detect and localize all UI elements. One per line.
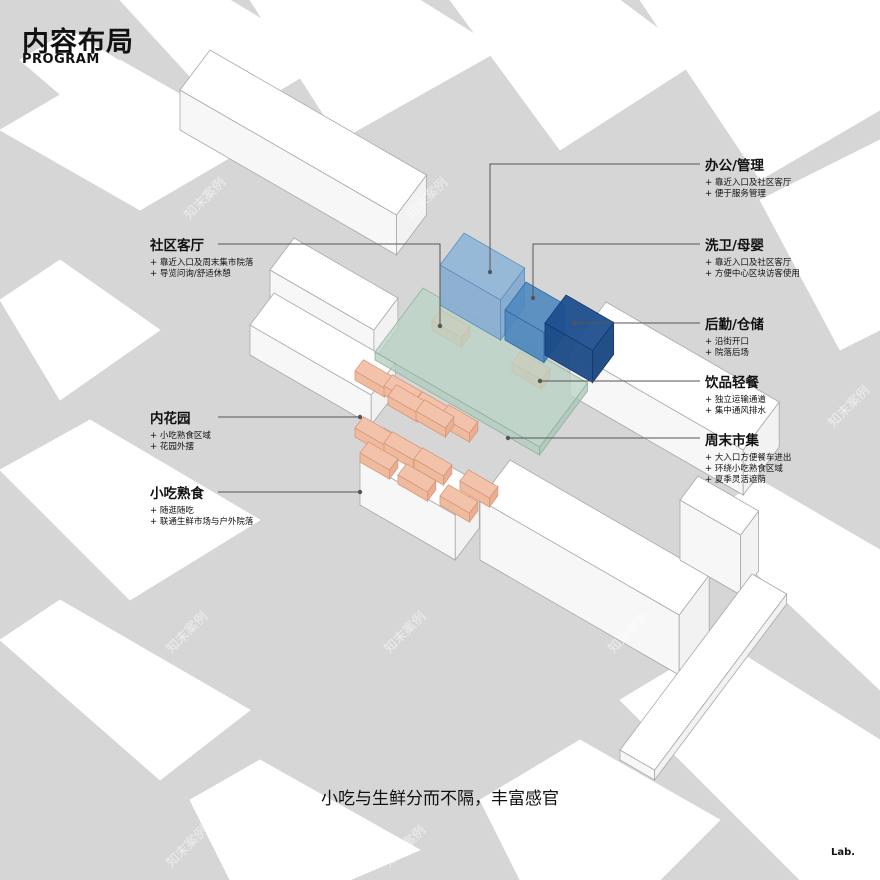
leader-line [489, 163, 700, 272]
label-note: 靠近入口及社区客厅 [705, 258, 800, 269]
label-title: 饮品轻餐 [705, 375, 759, 391]
label-note: 环绕小吃熟食区域 [705, 464, 791, 475]
bldg-road-strip-top [619, 573, 788, 771]
city-block [0, 599, 251, 781]
label-drinks: 饮品轻餐 独立运输通道 集中通风排水 [705, 371, 766, 417]
label-note: 便于服务管理 [705, 189, 791, 200]
label-note: 院落后场 [705, 348, 764, 359]
label-note: 独立运输通道 [705, 395, 766, 406]
label-title: 小吃熟食 [150, 486, 204, 502]
label-office: 办公/管理 靠近入口及社区客厅 便于服务管理 [705, 154, 791, 200]
leader-dot [437, 323, 443, 329]
label-note: 方便中心区块访客使用 [705, 269, 800, 280]
label-title: 洗卫/母婴 [705, 238, 764, 254]
leader-line [532, 243, 700, 298]
snack-stall-top [413, 447, 453, 477]
label-snack-food: 小吃熟食 随逛随吃 联通生鲜市场与户外院落 [150, 482, 253, 528]
page-subtitle: PROGRAM [22, 52, 100, 67]
snack-stall-top [459, 469, 499, 499]
label-weekend-market: 周末市集 大入口方便餐车进出 环绕小吃熟食区域 夏季灵活遮荫 [705, 429, 791, 486]
bldg-east-tower-top [679, 475, 760, 536]
leader-lines [218, 163, 700, 495]
weekend-market-top [374, 287, 589, 448]
leader-dot [357, 489, 363, 495]
program-volumes [354, 232, 615, 524]
leader-dot [537, 378, 543, 384]
label-note: 花园外摆 [150, 442, 211, 453]
leader-dot [572, 320, 578, 326]
label-note: 集中通风排水 [705, 406, 766, 417]
city-block [0, 259, 161, 401]
label-title: 后勤/仓储 [705, 317, 764, 333]
bldg-west-a-top [269, 237, 399, 331]
office-volume-top [439, 232, 526, 301]
label-note: 导览问询/舒适休憩 [150, 269, 253, 280]
caption: 小吃与生鲜分而不隔，丰富感官 [321, 789, 559, 809]
label-note: 靠近入口及社区客厅 [705, 178, 792, 189]
snack-stall-top [415, 399, 455, 429]
label-note: 夏季灵活遮荫 [705, 475, 791, 486]
label-title: 社区客厅 [150, 238, 204, 254]
brand-logo: Lab. [831, 847, 856, 858]
leader-line [218, 243, 441, 326]
leader-dot [487, 269, 493, 275]
city-block [639, 0, 880, 181]
leader-dot [505, 435, 511, 441]
city-block [19, 29, 151, 121]
label-note: 联通生鲜市场与户外院落 [150, 517, 254, 528]
label-note: 随逛随吃 [150, 506, 253, 517]
label-storage: 后勤/仓储 沿街开口 院落后场 [705, 313, 764, 359]
snack-stall-top [439, 484, 479, 514]
label-note: 大入口方便餐车进出 [705, 453, 792, 464]
label-note: 沿街开口 [705, 337, 764, 348]
label-inner-garden: 内花园 小吃熟食区域 花园外摆 [150, 407, 211, 453]
label-community-lounge: 社区客厅 靠近入口及周末集市院落 导览问询/舒适休憩 [150, 234, 253, 280]
snack-stall-top [439, 404, 479, 434]
city-block [0, 419, 261, 601]
snack-stall-top [359, 441, 399, 471]
label-title: 内花园 [150, 411, 191, 427]
city-block [479, 739, 721, 880]
label-washroom: 洗卫/母婴 靠近入口及社区客厅 方便中心区块访客使用 [705, 234, 800, 280]
label-note: 靠近入口及周末集市院落 [150, 258, 254, 269]
page-title: 内容布局 [22, 27, 134, 58]
label-note: 小吃熟食区域 [150, 431, 211, 442]
bldg-north-top [179, 49, 428, 216]
label-title: 周末市集 [705, 433, 759, 449]
leader-dot [357, 414, 363, 420]
leader-dot [530, 295, 536, 301]
label-title: 办公/管理 [705, 158, 764, 174]
snack-stall-top [397, 463, 437, 493]
city-block [189, 759, 421, 880]
